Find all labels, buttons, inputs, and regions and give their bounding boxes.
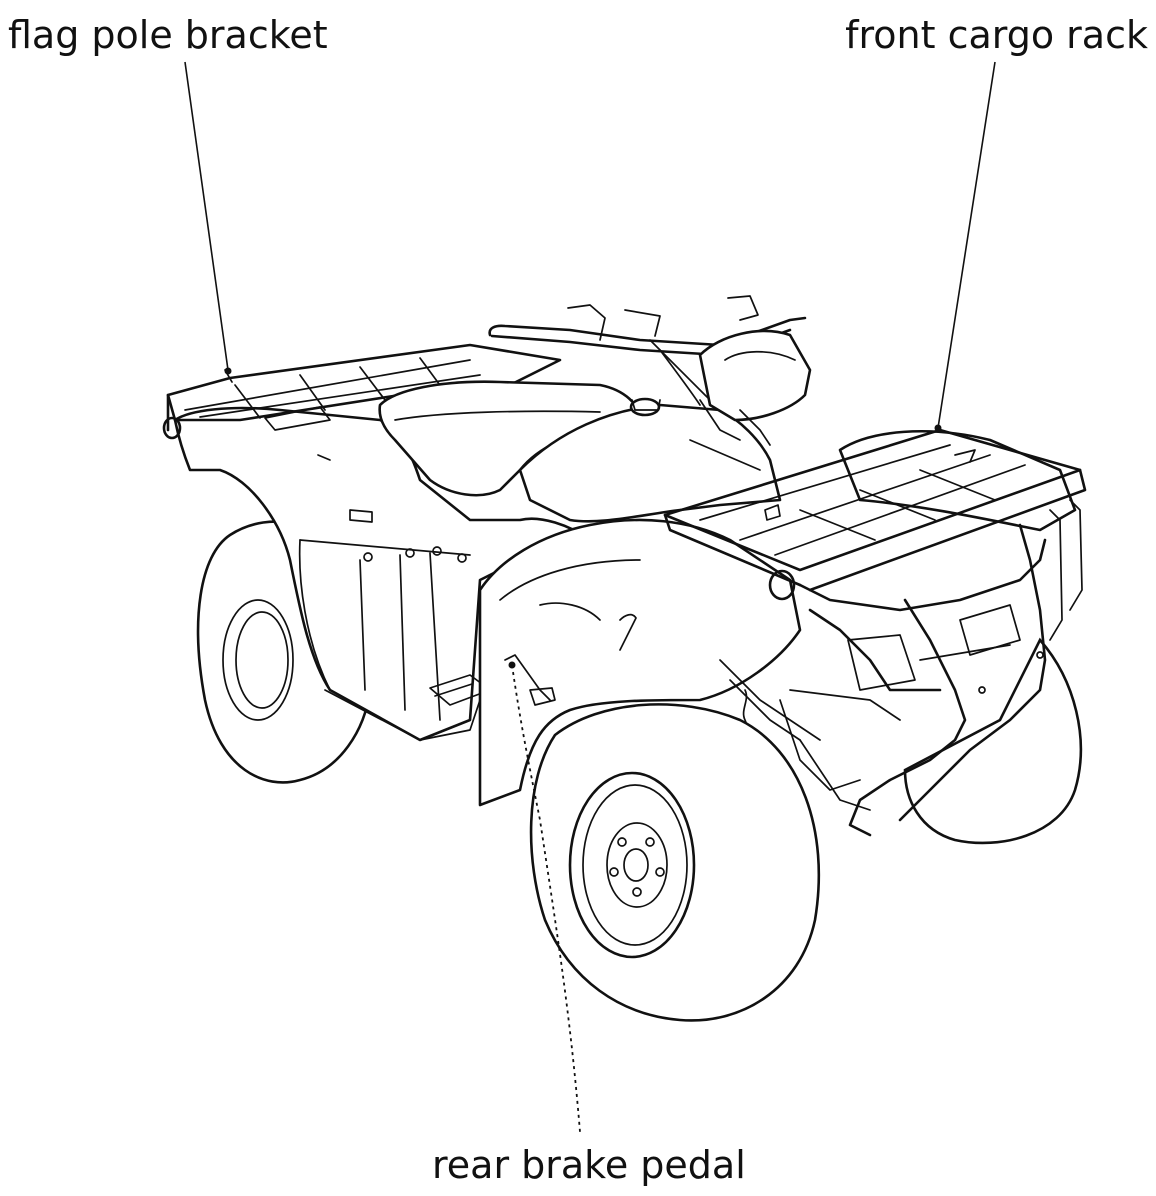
- flag-pole-bracket-label: flag pole bracket: [8, 13, 328, 57]
- front-suspension: [719, 659, 901, 811]
- front-bumper: [798, 499, 1083, 837]
- leader-front-cargo-rack: [937, 61, 996, 429]
- fuel-tank: [518, 397, 782, 523]
- headlight-cowl: [698, 329, 812, 446]
- front-cargo-rack-label: front cargo rack: [845, 13, 1148, 57]
- front-cargo-rack: [663, 424, 1087, 601]
- leader-flag-pole-bracket: [184, 61, 229, 371]
- brake-linkage: [504, 654, 556, 706]
- leader-rear-brake-pedal: [511, 664, 581, 1133]
- rear-right-wheel: [903, 637, 1083, 845]
- rear-brake-pedal-label: rear brake pedal: [432, 1143, 746, 1187]
- rear-body: [173, 406, 592, 742]
- front-left-wheel: [529, 703, 821, 1022]
- front-right-fender: [838, 429, 1077, 532]
- front-left-fender: [478, 518, 802, 807]
